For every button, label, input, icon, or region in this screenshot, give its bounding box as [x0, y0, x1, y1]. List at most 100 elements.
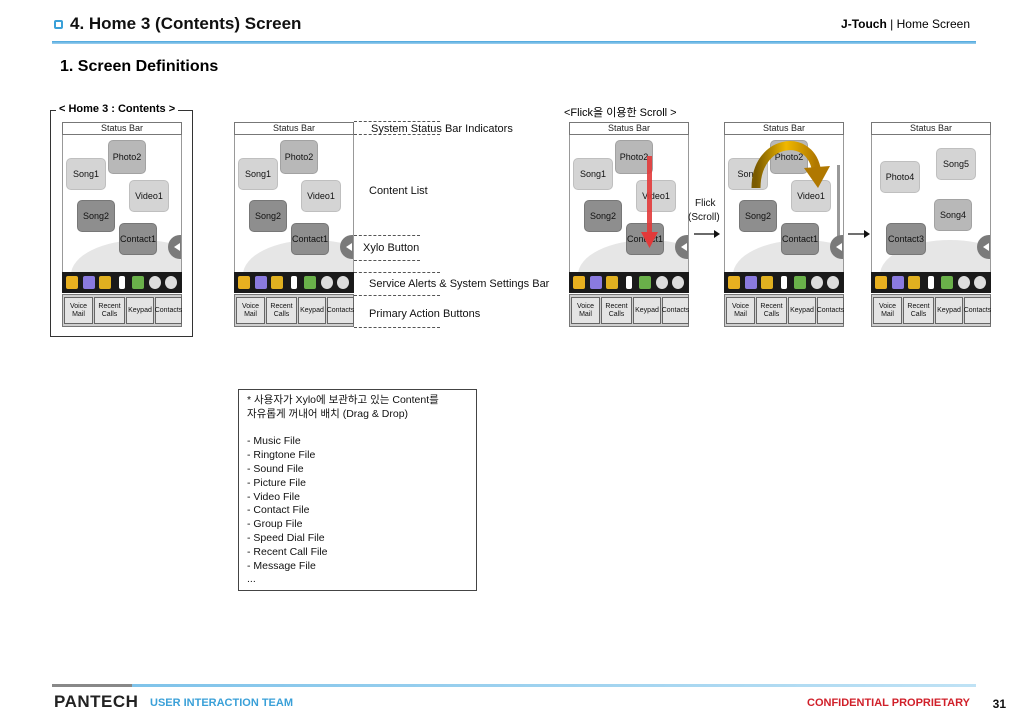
clock-icon[interactable] — [165, 276, 177, 289]
note-line: - Speed Dial File — [247, 531, 325, 544]
mail-icon[interactable] — [589, 276, 602, 289]
scroll-curve-arrow-icon — [751, 141, 830, 189]
content-tile[interactable]: Song5 — [936, 148, 976, 180]
music-icon[interactable] — [655, 276, 668, 289]
label-flick: Flick — [695, 198, 716, 209]
nav-button[interactable]: Recent Calls — [94, 297, 125, 324]
battery-icon[interactable] — [780, 276, 787, 289]
nav-button[interactable]: Keypad — [298, 297, 326, 324]
flick-caption: <Flick을 이용한 Scroll > — [564, 107, 677, 119]
calendar-icon[interactable] — [794, 276, 806, 289]
header-separator: | — [890, 17, 894, 31]
bell-icon[interactable] — [728, 276, 740, 289]
content-tile[interactable]: Contact1 — [119, 223, 157, 255]
content-tile[interactable]: Photo2 — [108, 140, 146, 174]
footer-divider — [52, 684, 976, 687]
bell-icon[interactable] — [573, 276, 585, 289]
nav-button[interactable]: Contacts — [155, 297, 182, 324]
calendar-icon[interactable] — [304, 276, 316, 289]
content-tile[interactable]: Song1 — [238, 158, 278, 190]
nav-button[interactable]: Keypad — [633, 297, 661, 324]
nav-button[interactable]: Recent Calls — [601, 297, 632, 324]
clock-icon[interactable] — [672, 276, 684, 289]
xylo-button[interactable] — [675, 235, 688, 259]
nav-button[interactable]: Voice Mail — [571, 297, 600, 324]
content-tile[interactable]: Song2 — [77, 200, 115, 232]
nav-button[interactable]: Contacts — [817, 297, 844, 324]
xylo-button[interactable] — [168, 235, 181, 259]
music-icon[interactable] — [148, 276, 161, 289]
battery-icon[interactable] — [118, 276, 125, 289]
content-tile[interactable]: Video1 — [129, 180, 169, 212]
label-status-bar-indicators: System Status Bar Indicators — [371, 123, 513, 135]
pantech-logo: PANTECH — [54, 692, 139, 711]
bell-icon[interactable] — [875, 276, 887, 289]
mail-icon[interactable] — [82, 276, 95, 289]
clock-icon[interactable] — [337, 276, 349, 289]
content-tile[interactable]: Song1 — [573, 158, 613, 190]
note-line: - Recent Call File — [247, 545, 328, 558]
content-tile[interactable]: Contact1 — [291, 223, 329, 255]
note-line — [247, 422, 468, 436]
content-tile[interactable]: Video1 — [301, 180, 341, 212]
calendar-icon[interactable] — [639, 276, 651, 289]
battery-icon[interactable] — [625, 276, 632, 289]
nav-button[interactable]: Voice Mail — [64, 297, 93, 324]
nav-button[interactable]: Contacts — [327, 297, 354, 324]
content-tile[interactable]: Contact3 — [886, 223, 926, 255]
nav-button[interactable]: Recent Calls — [266, 297, 297, 324]
nav-button[interactable]: Recent Calls — [903, 297, 934, 324]
nav-button[interactable]: Keypad — [788, 297, 816, 324]
clock-icon[interactable] — [827, 276, 839, 289]
music-icon[interactable] — [810, 276, 823, 289]
battery-icon[interactable] — [927, 276, 934, 289]
nav-button[interactable]: Keypad — [126, 297, 154, 324]
speaker-icon[interactable] — [908, 276, 920, 289]
mail-icon[interactable] — [254, 276, 267, 289]
content-tile[interactable]: Song4 — [934, 199, 972, 231]
nav-button[interactable]: Voice Mail — [726, 297, 755, 324]
clock-icon[interactable] — [974, 276, 986, 289]
bell-icon[interactable] — [238, 276, 250, 289]
content-tile[interactable]: Contact1 — [781, 223, 819, 255]
xylo-button[interactable] — [830, 235, 843, 259]
nav-button[interactable]: Keypad — [935, 297, 963, 324]
content-tile[interactable]: Video1 — [636, 180, 676, 212]
note-line: - Video File — [247, 490, 300, 503]
calendar-icon[interactable] — [132, 276, 144, 289]
header-brand-section: J-Touch | Home Screen — [841, 17, 970, 31]
mail-icon[interactable] — [891, 276, 904, 289]
status-bar: Status Bar — [234, 122, 354, 135]
nav-button[interactable]: Contacts — [662, 297, 689, 324]
content-tile[interactable]: Photo4 — [880, 161, 920, 193]
speaker-icon[interactable] — [99, 276, 111, 289]
scrollbar[interactable] — [837, 165, 840, 245]
nav-button[interactable]: Contacts — [964, 297, 991, 324]
nav-button[interactable]: Recent Calls — [756, 297, 787, 324]
xylo-button[interactable] — [977, 235, 990, 259]
nav-button[interactable]: Voice Mail — [236, 297, 265, 324]
content-tile[interactable]: Photo2 — [615, 140, 653, 174]
mail-icon[interactable] — [744, 276, 757, 289]
nav-button[interactable]: Voice Mail — [873, 297, 902, 324]
callout-line-actions-bottom — [354, 327, 440, 328]
content-tile[interactable]: Photo2 — [280, 140, 318, 174]
xylo-button[interactable] — [340, 235, 353, 259]
music-icon[interactable] — [957, 276, 970, 289]
content-tile[interactable]: Video1 — [791, 180, 831, 212]
speaker-icon[interactable] — [271, 276, 283, 289]
content-tile[interactable]: Song2 — [584, 200, 622, 232]
content-tile[interactable]: Song2 — [739, 200, 777, 232]
bell-icon[interactable] — [66, 276, 78, 289]
content-tile[interactable]: Song1 — [66, 158, 106, 190]
battery-icon[interactable] — [290, 276, 297, 289]
note-line: - Group File — [247, 518, 303, 531]
speaker-icon[interactable] — [606, 276, 618, 289]
calendar-icon[interactable] — [941, 276, 953, 289]
music-icon[interactable] — [320, 276, 333, 289]
speaker-icon[interactable] — [761, 276, 773, 289]
content-tile[interactable]: Song2 — [249, 200, 287, 232]
